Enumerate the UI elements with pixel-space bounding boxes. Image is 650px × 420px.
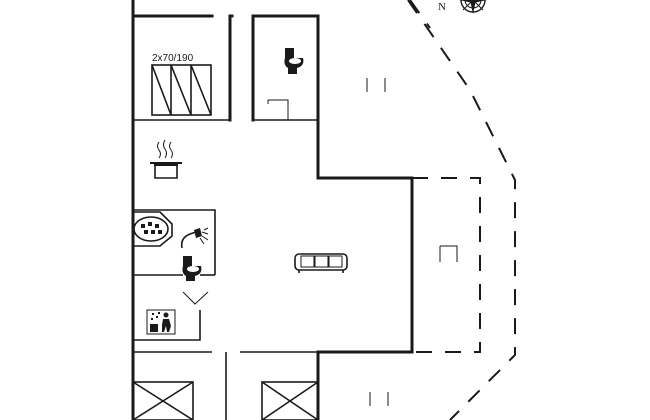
compass-north-label: N: [438, 1, 446, 13]
terrace-outline: [407, 0, 516, 420]
toilet-icon: [284, 48, 304, 74]
bed: [132, 381, 194, 420]
bedroom-bottom-left: [132, 381, 194, 420]
bunk-bed: [151, 64, 212, 116]
bathtub-icon: [133, 211, 173, 247]
bed: [261, 381, 319, 420]
bedroom-bottom-middle: [261, 381, 319, 420]
sofa-icon: [294, 253, 348, 273]
shower-icon: [180, 227, 209, 249]
interior-walls: [133, 14, 318, 420]
sauna-icon: [146, 309, 176, 335]
door-marks: [182, 78, 458, 406]
bedroom-top-left: 2x70/190: [151, 53, 212, 116]
compass-rose-icon: [459, 0, 487, 14]
toilet-icon: [182, 256, 202, 281]
bed-size-label: 2x70/190: [152, 53, 194, 64]
cooking-pot-icon: [150, 139, 182, 179]
